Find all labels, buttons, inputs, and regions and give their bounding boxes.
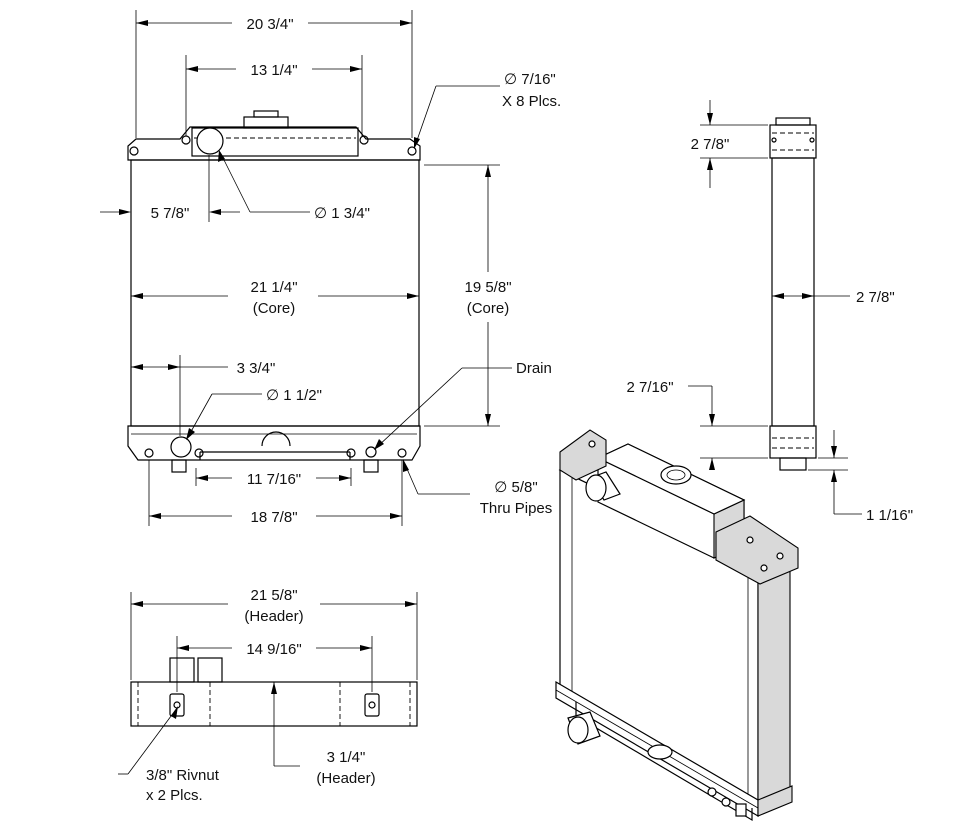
iso-bracket-right: [715, 515, 799, 585]
dim-outlet-offset: 3 3/4": [130, 355, 276, 436]
callout-outlet-dia: ∅ 1 1/2": [186, 387, 322, 440]
dim-core-width: 21 1/4" (Core): [131, 279, 419, 317]
dim-side-pipe-length: 1 1/16": [808, 430, 913, 524]
rivnut-label: 3/8" Rivnut: [146, 767, 220, 784]
isometric-view: [555, 429, 799, 822]
outlet-pipe: [170, 436, 192, 458]
dim-pipe-span: 11 7/16": [195, 468, 352, 488]
side-view: 2 7/8" 2 7/8" 2 7/16": [626, 100, 913, 524]
mount-hole-qty-label: X 8 Plcs.: [502, 93, 561, 110]
header-height-note: (Header): [316, 770, 375, 787]
thru-pipe-note-label: Thru Pipes: [480, 500, 553, 517]
dim-side-top-height: 2 7/8": [691, 100, 768, 188]
dim-side-depth: 2 7/8": [772, 289, 895, 306]
iso-filler-neck: [660, 465, 692, 485]
core-width-note: (Core): [253, 300, 296, 317]
dim-tab-span: 13 1/4": [185, 55, 363, 136]
drain-label: Drain: [516, 360, 552, 377]
bottom-tank: [127, 425, 421, 473]
side-core: [771, 157, 815, 427]
top-tank: [127, 110, 421, 161]
iso-inlet-pipe: [585, 474, 607, 502]
dim-side-bottom-height: 2 7/16": [626, 379, 768, 470]
bottom-hole-span-label: 18 7/8": [250, 509, 297, 526]
callout-rivnut: 3/8" Rivnut x 2 Plcs.: [118, 706, 220, 804]
dim-bottom-hole-span: 18 7/8": [148, 460, 403, 526]
callout-inlet-dia: ∅ 1 3/4": [218, 150, 370, 222]
side-bottom-height-label: 2 7/16": [626, 379, 673, 396]
overall-width-label: 20 3/4": [246, 16, 293, 33]
dim-overall-width: 20 3/4": [135, 10, 413, 138]
tab-span-label: 13 1/4": [250, 62, 297, 79]
side-top-tank: [769, 124, 817, 159]
bottom-view: 21 5/8" (Header) 14 9/16" 3 1/4" (Header…: [118, 587, 418, 804]
dim-inlet-offset: 5 7/8": [100, 155, 240, 222]
pipe-span-label: 11 7/16": [247, 471, 301, 488]
rivnut-span-label: 14 9/16": [246, 641, 301, 658]
front-view: 20 3/4" 13 1/4" ∅ 7/16" X 8 Plcs.: [100, 10, 561, 526]
core-height-label: 19 5/8": [464, 279, 511, 296]
side-pipe-length-label: 1 1/16": [866, 507, 913, 524]
outlet-offset-label: 3 3/4": [237, 360, 276, 377]
callout-mount-holes: ∅ 7/16" X 8 Plcs.: [414, 71, 561, 149]
rivnut-left: [169, 693, 185, 717]
rivnut-qty-label: x 2 Plcs.: [146, 787, 203, 804]
side-bottom-tank: [769, 425, 817, 459]
side-depth-label: 2 7/8": [856, 289, 895, 306]
iso-outlet-pipe: [567, 716, 589, 744]
callout-thru-pipes: ∅ 5/8" Thru Pipes: [403, 459, 552, 517]
header-width-note: (Header): [244, 608, 303, 625]
inlet-offset-label: 5 7/8": [151, 205, 190, 222]
mount-hole-dia-label: ∅ 7/16": [504, 71, 556, 88]
dim-rivnut-span: 14 9/16": [176, 636, 373, 692]
side-top-height-label: 2 7/8": [691, 136, 730, 153]
outlet-dia-label: ∅ 1 1/2": [266, 387, 322, 404]
dim-header-width: 21 5/8" (Header): [130, 587, 418, 680]
thru-pipe-dia-label: ∅ 5/8": [494, 479, 537, 496]
core-width-label: 21 1/4": [250, 279, 297, 296]
callout-drain: Drain: [374, 360, 552, 450]
dim-header-height: 3 1/4" (Header): [271, 682, 376, 787]
header-height-label: 3 1/4": [327, 749, 366, 766]
dim-core-height: 19 5/8" (Core): [424, 164, 512, 427]
core-height-note: (Core): [467, 300, 510, 317]
inlet-pipe: [196, 127, 224, 155]
inlet-dia-label: ∅ 1 3/4": [314, 205, 370, 222]
header-width-label: 21 5/8": [250, 587, 297, 604]
rivnut-right: [364, 693, 380, 717]
